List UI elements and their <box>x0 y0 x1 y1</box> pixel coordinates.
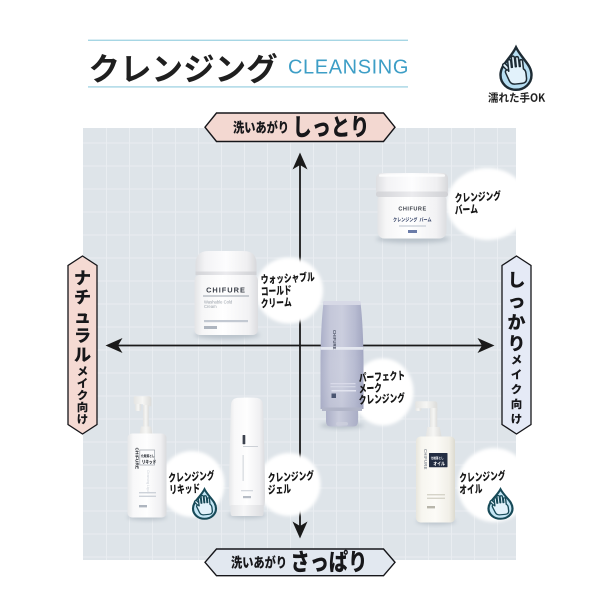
svg-text:Cream: Cream <box>204 304 217 309</box>
svg-text:Washable Cold: Washable Cold <box>204 300 233 305</box>
svg-text:CHIFURE: CHIFURE <box>332 330 337 350</box>
svg-text:CLEANSING: CLEANSING <box>288 57 409 79</box>
svg-text:CHIFURE: CHIFURE <box>134 448 139 470</box>
svg-text:CHIFURE: CHIFURE <box>423 449 428 470</box>
svg-text:CHIFURE: CHIFURE <box>398 207 426 213</box>
svg-text:CHIFURE: CHIFURE <box>206 286 246 295</box>
svg-text:Cleansing Liquid: Cleansing Liquid <box>146 470 150 494</box>
